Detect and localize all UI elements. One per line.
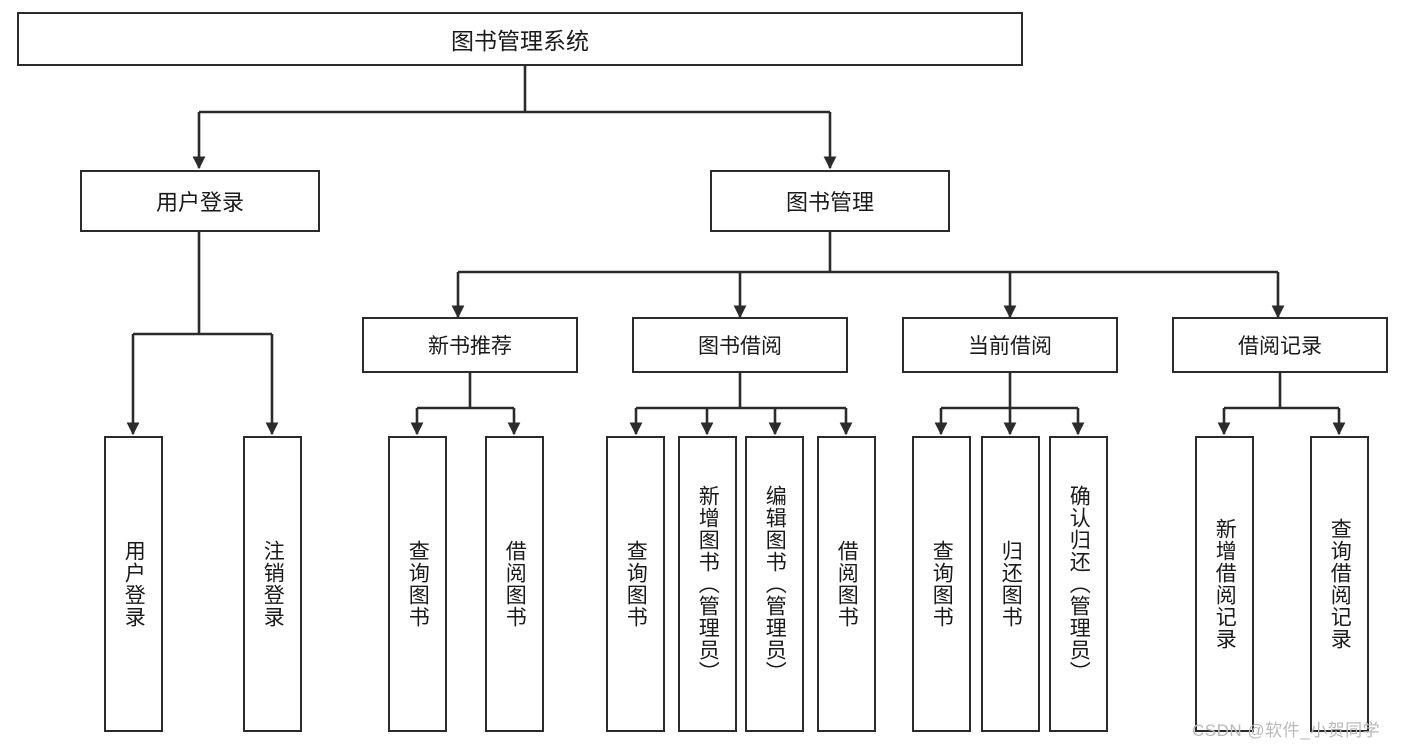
leaf-new-book-1[interactable]: 查询图书 [388,436,447,732]
node-borrow-record[interactable]: 借阅记录 [1172,317,1388,373]
node-label: 图书管理 [785,190,874,215]
node-label: 新增借阅记录 [1213,518,1237,650]
node-label: 借阅图书 [835,540,859,628]
node-label: 查询图书 [930,540,954,628]
node-label: 编辑图书（管理员） [763,485,787,683]
node-label: 注销登录 [261,540,285,628]
leaf-book-borrow-3[interactable]: 编辑图书（管理员） [745,436,804,732]
node-book-manage[interactable]: 图书管理 [710,170,950,232]
leaf-user-login-2[interactable]: 注销登录 [243,436,302,732]
node-label: 归还图书 [999,540,1023,628]
leaf-borrow-record-2[interactable]: 查询借阅记录 [1310,436,1369,732]
node-label: 查询图书 [624,540,648,628]
leaf-user-login-1[interactable]: 用户登录 [104,436,163,732]
node-label: 查询借阅记录 [1328,518,1352,650]
node-current-borrow[interactable]: 当前借阅 [902,317,1118,373]
node-label: 借阅图书 [503,540,527,628]
node-label: 图书管理系统 [451,28,589,54]
leaf-current-borrow-2[interactable]: 归还图书 [981,436,1040,732]
node-book-borrow[interactable]: 图书借阅 [632,317,848,373]
node-label: 查询图书 [406,540,430,628]
node-root-system[interactable]: 图书管理系统 [17,12,1023,66]
node-new-book-recommend[interactable]: 新书推荐 [362,317,578,373]
leaf-book-borrow-2[interactable]: 新增图书（管理员） [678,436,737,732]
node-label: 新书推荐 [428,335,512,358]
node-label: 新增图书（管理员） [696,485,720,683]
node-label: 确认归还（管理员） [1067,485,1091,683]
leaf-current-borrow-3[interactable]: 确认归还（管理员） [1049,436,1108,732]
node-label: 用户登录 [122,540,146,628]
leaf-borrow-record-1[interactable]: 新增借阅记录 [1195,436,1254,732]
node-label: 用户登录 [155,190,244,215]
node-label: 图书借阅 [698,335,782,358]
node-label: 当前借阅 [968,335,1052,358]
leaf-current-borrow-1[interactable]: 查询图书 [912,436,971,732]
leaf-book-borrow-4[interactable]: 借阅图书 [817,436,876,732]
leaf-new-book-2[interactable]: 借阅图书 [485,436,544,732]
leaf-book-borrow-1[interactable]: 查询图书 [606,436,665,732]
node-user-login[interactable]: 用户登录 [80,170,320,232]
node-label: 借阅记录 [1238,335,1322,358]
